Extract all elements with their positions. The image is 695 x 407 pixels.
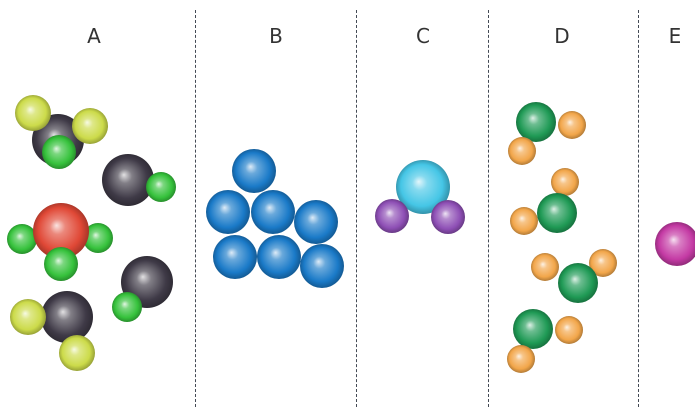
panel-c-atom-right bbox=[431, 200, 465, 234]
panel-a-molecule3-atom-left bbox=[7, 224, 37, 254]
panel-d-molecule4-center-sphere bbox=[513, 309, 553, 349]
panel-label-a: A bbox=[87, 24, 101, 48]
panel-d-molecule2-center-sphere bbox=[537, 193, 577, 233]
panel-b-sphere-6 bbox=[257, 235, 301, 279]
divider-de bbox=[638, 10, 639, 407]
panel-a-molecule1-atom-left bbox=[15, 95, 51, 131]
panel-label-b: B bbox=[269, 24, 283, 48]
panel-d-molecule3-atom-right bbox=[589, 249, 617, 277]
divider-bc bbox=[356, 10, 357, 407]
panel-d-molecule1-atom-right bbox=[558, 111, 586, 139]
panel-b-sphere-2 bbox=[206, 190, 250, 234]
panel-e-sphere bbox=[655, 222, 695, 266]
divider-ab bbox=[195, 10, 196, 407]
panel-a-molecule3-atom-top bbox=[42, 135, 76, 169]
panel-a-molecule4-atom bbox=[112, 292, 142, 322]
panel-a-molecule5-atom-bottom bbox=[59, 335, 95, 371]
panel-d-molecule2-atom-left bbox=[510, 207, 538, 235]
panel-a-molecule5-atom-left bbox=[10, 299, 46, 335]
panel-a-molecule3-center-sphere bbox=[33, 203, 89, 259]
panel-d-molecule1-atom-left bbox=[508, 137, 536, 165]
panel-label-c: C bbox=[416, 24, 430, 48]
panel-d-molecule4-atom-right bbox=[555, 316, 583, 344]
panel-b-sphere-3 bbox=[251, 190, 295, 234]
panel-a-molecule1-atom-right bbox=[72, 108, 108, 144]
panel-d-molecule3-center-sphere bbox=[558, 263, 598, 303]
panel-a-molecule3-atom-right bbox=[83, 223, 113, 253]
panel-b-sphere-7 bbox=[300, 244, 344, 288]
panel-a-molecule5-center-sphere bbox=[41, 291, 93, 343]
panel-label-d: D bbox=[554, 24, 570, 48]
panel-label-e: E bbox=[668, 24, 682, 48]
panel-b-sphere-1 bbox=[232, 149, 276, 193]
panel-d-molecule2-atom-top bbox=[551, 168, 579, 196]
divider-cd bbox=[488, 10, 489, 407]
panel-b-sphere-5 bbox=[213, 235, 257, 279]
panel-a-molecule2-atom bbox=[146, 172, 176, 202]
panel-d-molecule4-atom-bottom bbox=[507, 345, 535, 373]
panel-c-atom-left bbox=[375, 199, 409, 233]
panel-a-molecule3-atom-bottom bbox=[44, 247, 78, 281]
panel-d-molecule3-atom-left bbox=[531, 253, 559, 281]
panel-b-sphere-4 bbox=[294, 200, 338, 244]
panel-d-molecule1-center-sphere bbox=[516, 102, 556, 142]
panel-a-molecule2-center-sphere bbox=[102, 154, 154, 206]
panel-c-center-sphere bbox=[396, 160, 450, 214]
